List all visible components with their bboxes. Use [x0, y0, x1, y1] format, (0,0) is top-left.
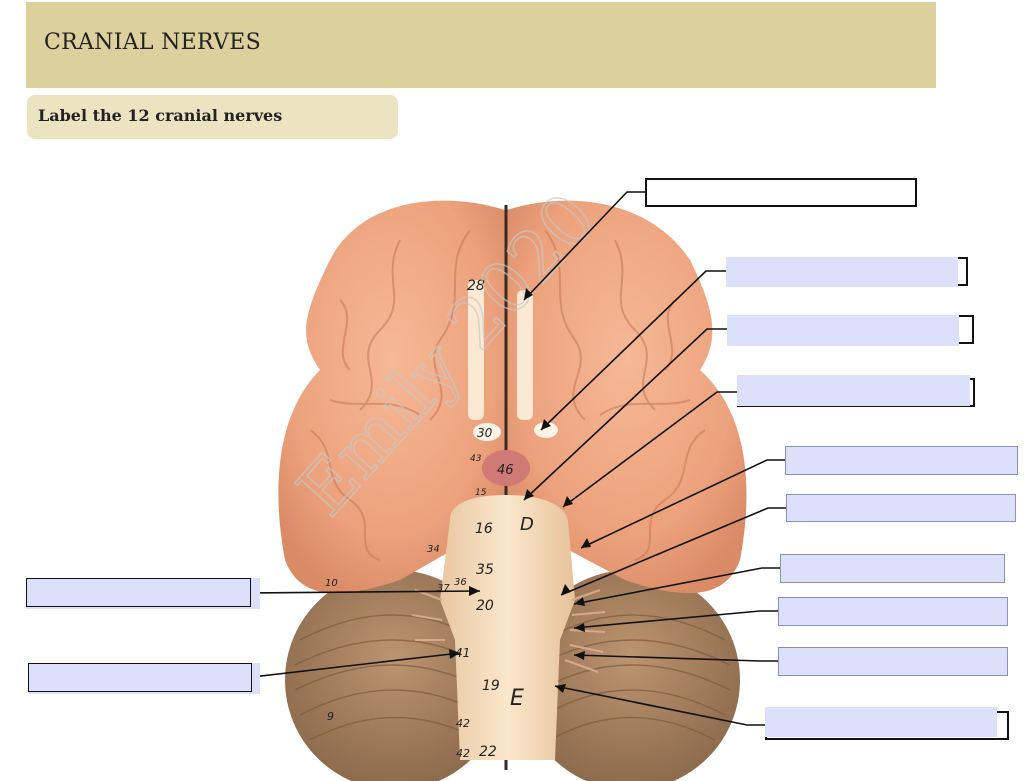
- marking-42a: 42: [456, 717, 470, 730]
- leader-lines: [249, 191, 786, 726]
- label-box-12[interactable]: [28, 663, 252, 692]
- label-box-3[interactable]: [727, 315, 959, 346]
- label-box-8[interactable]: [778, 597, 1008, 626]
- marking-35: 35: [476, 562, 494, 578]
- marking-28: 28: [467, 278, 485, 294]
- marking-10: 10: [325, 578, 338, 589]
- label-box-2[interactable]: [726, 257, 958, 287]
- instruction-panel: Label the 12 cranial nerves: [27, 95, 398, 139]
- marking-16: 16: [475, 521, 493, 537]
- label-box-6[interactable]: [786, 494, 1016, 522]
- marking-9: 9: [327, 710, 334, 723]
- marking-43: 43: [470, 454, 482, 464]
- page-title: CRANIAL NERVES: [44, 30, 262, 55]
- cerebellum: [285, 570, 740, 781]
- arrow-heads: [449, 288, 591, 693]
- marking-41: 41: [455, 646, 470, 660]
- label-box-1[interactable]: [645, 178, 917, 207]
- marking-36: 36: [454, 577, 467, 588]
- marking-46: 46: [497, 463, 514, 478]
- label-box-9[interactable]: [778, 647, 1008, 676]
- marking-37: 37: [437, 583, 450, 594]
- marking-42b: 42: [456, 747, 470, 760]
- header-banner: CRANIAL NERVES: [26, 2, 936, 88]
- label-box-5[interactable]: [785, 446, 1018, 475]
- marking-30: 30: [477, 426, 493, 440]
- brainstem: [411, 422, 606, 760]
- label-box-10[interactable]: [765, 707, 997, 737]
- instruction-text: Label the 12 cranial nerves: [38, 106, 283, 125]
- marking-20: 20: [476, 598, 494, 614]
- label-box-11[interactable]: [26, 578, 251, 607]
- marking-22: 22: [479, 744, 497, 760]
- label-box-7[interactable]: [780, 554, 1005, 583]
- label-box-4[interactable]: [737, 375, 970, 406]
- marking-d: D: [520, 514, 534, 535]
- cerebrum: [278, 200, 747, 770]
- marking-19: 19: [482, 678, 500, 694]
- marking-15: 15: [475, 488, 487, 498]
- marking-34: 34: [427, 544, 440, 555]
- marking-e: E: [510, 686, 524, 711]
